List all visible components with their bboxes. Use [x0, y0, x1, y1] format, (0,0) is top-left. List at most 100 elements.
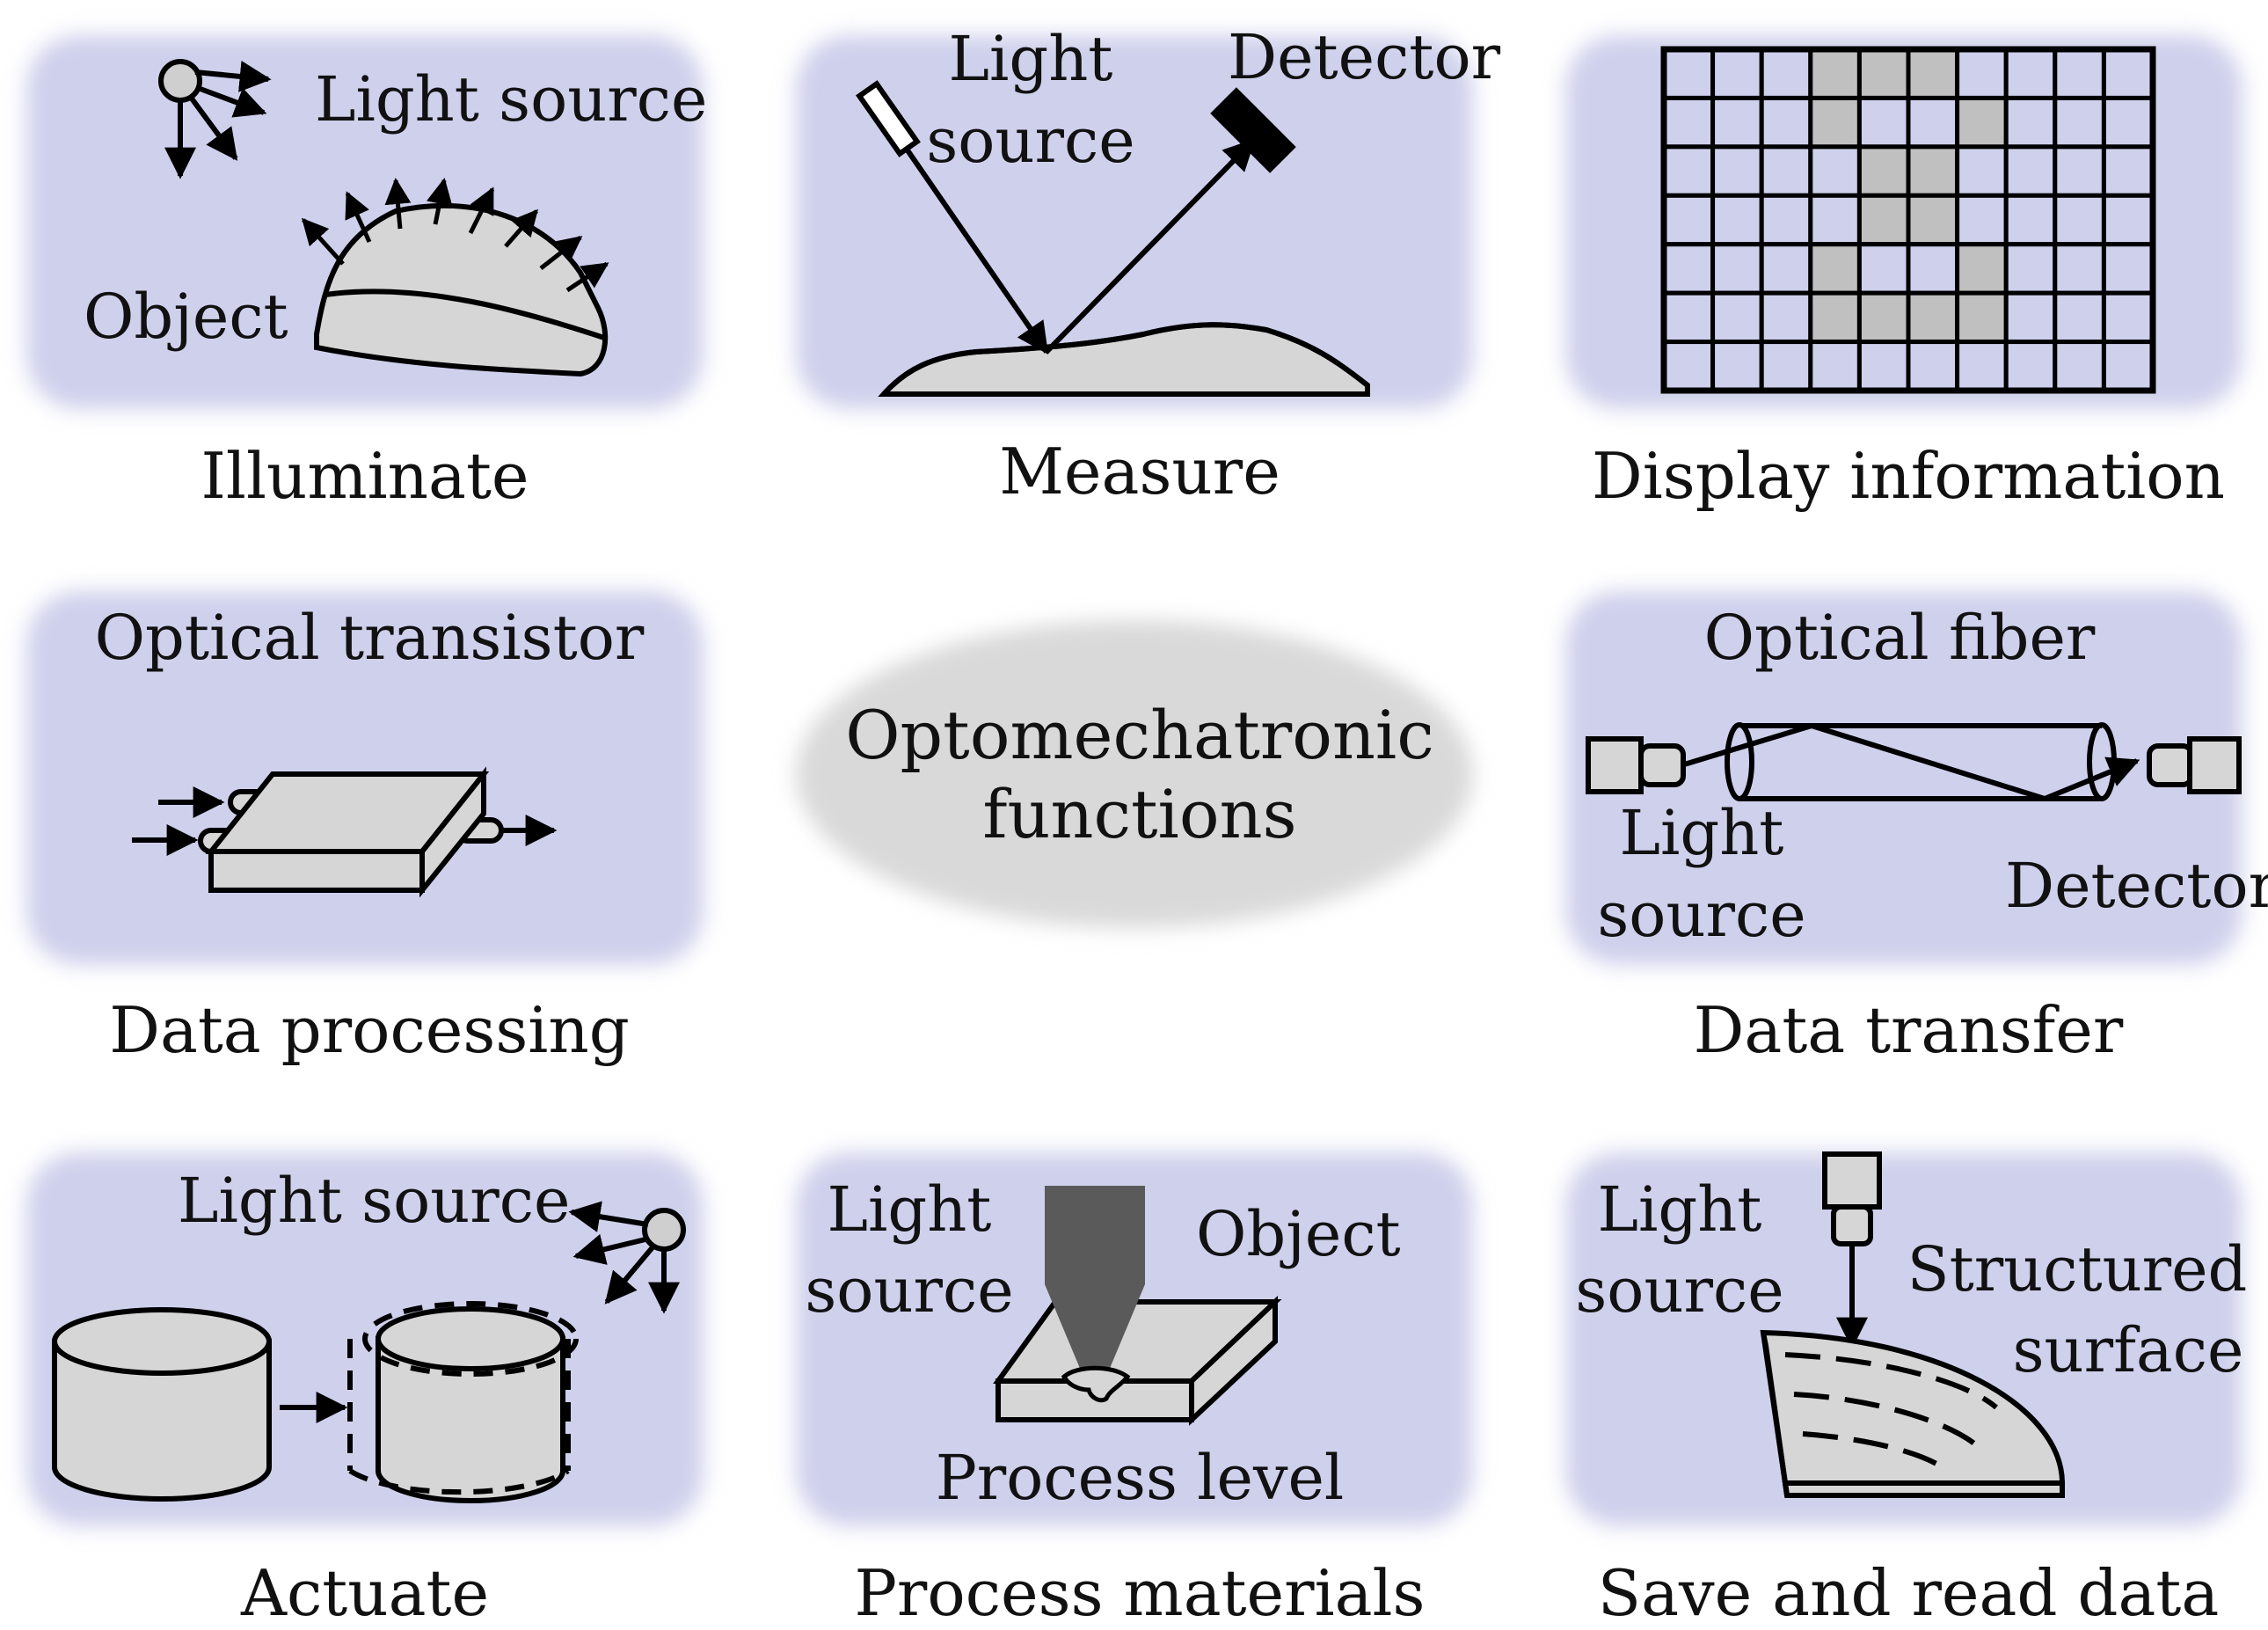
- disk-edge: [1782, 1480, 2065, 1498]
- object-shape: [314, 202, 609, 377]
- actuate-light-source-label: Light source: [178, 1165, 571, 1237]
- grid-cell: [1808, 290, 1862, 345]
- grid-cell: [2053, 144, 2106, 198]
- process-light-label-2: source: [805, 1254, 1014, 1327]
- grid-cell: [2003, 340, 2058, 393]
- grid-cell: [1710, 95, 1764, 150]
- grid-cell: [1955, 242, 2009, 296]
- grid-cell: [1856, 144, 1911, 198]
- grid-cell: [2101, 95, 2155, 150]
- grid-cell: [1808, 193, 1862, 247]
- caption-actuate: Actuate: [240, 1556, 490, 1630]
- illuminate-object-label: Object: [84, 281, 288, 353]
- transistor-front-face: [208, 849, 425, 893]
- grid-cell: [2101, 242, 2155, 296]
- grid-cell: [1759, 95, 1813, 150]
- transfer-light-label-1: Light: [1619, 797, 1784, 869]
- grid-cell: [1759, 193, 1813, 247]
- grid-cell: [2053, 340, 2106, 393]
- caption-save-read: Save and read data: [1597, 1556, 2220, 1630]
- grid-cell: [2003, 95, 2058, 150]
- grid-cell: [2101, 144, 2155, 198]
- grid-cell: [1710, 193, 1764, 247]
- measure-detector-label: Detector: [1228, 21, 1501, 93]
- grid-cell: [1808, 47, 1862, 100]
- grid-cell: [1661, 95, 1716, 150]
- optical-transistor-label: Optical transistor: [94, 602, 645, 674]
- grid-cell: [1906, 340, 1960, 393]
- grid-cell: [1955, 290, 2009, 345]
- grid-cell: [1808, 242, 1862, 296]
- grid-cell: [1856, 340, 1911, 393]
- cylinder-deformed-top: [376, 1306, 565, 1371]
- caption-illuminate: Illuminate: [201, 439, 529, 513]
- transistor-side-face: [419, 766, 486, 898]
- grid-cell: [1906, 47, 1960, 100]
- grid-cell: [1856, 95, 1911, 150]
- transfer-light-label-2: source: [1597, 879, 1806, 951]
- grid-cell: [1856, 47, 1911, 100]
- display-grid: [1660, 46, 2156, 394]
- source-box: [1586, 736, 1644, 794]
- grid-cell: [1856, 242, 1911, 296]
- grid-cell: [1759, 290, 1813, 345]
- grid-cell: [2101, 193, 2155, 247]
- workpiece-side: [1189, 1296, 1278, 1426]
- cylinder-solid-top: [52, 1307, 272, 1376]
- caption-data-transfer: Data transfer: [1693, 993, 2124, 1067]
- optical-fiber-label: Optical fiber: [1703, 602, 2096, 674]
- optical-transistor-illustration: [132, 766, 558, 898]
- detector-lens: [2147, 743, 2194, 787]
- grid-cell: [1906, 290, 1960, 345]
- grid-cell: [1710, 340, 1764, 393]
- grid-cell: [2003, 47, 2058, 100]
- process-level-label: Process level: [935, 1442, 1345, 1514]
- detector-icon: [1210, 87, 1296, 173]
- grid-cell: [1661, 242, 1716, 296]
- grid-cell: [1710, 242, 1764, 296]
- lamp-icon-actuate: [642, 1208, 686, 1252]
- grid-cell: [2053, 47, 2106, 100]
- save-read-illustration: [1760, 1151, 2066, 1498]
- panel-save-read: [1565, 1152, 2242, 1526]
- source-lens: [1638, 743, 1686, 787]
- grid-border: [1660, 46, 2156, 394]
- optical-fiber-illustration: [1586, 722, 2242, 802]
- grid-cell: [1808, 340, 1862, 393]
- fiber-light-path: [1681, 722, 2140, 802]
- grid-cell: [1906, 144, 1960, 198]
- lamp-icon: [158, 59, 202, 103]
- grid-cell: [1955, 95, 2009, 150]
- actuate-illustration: [52, 1201, 686, 1503]
- grid-cell: [2003, 144, 2058, 198]
- center-label-line2: functions: [982, 775, 1297, 853]
- grid-cell: [1955, 193, 2009, 247]
- grid-cell: [2053, 95, 2106, 150]
- structured-label-1: Structured: [1907, 1233, 2248, 1305]
- grid-cell: [1710, 144, 1764, 198]
- center-label-line1: Optomechatronic: [845, 696, 1434, 774]
- caption-data-processing: Data processing: [109, 993, 630, 1067]
- grid-cell: [1710, 290, 1764, 345]
- transfer-detector-label: Detector: [2005, 850, 2268, 922]
- grid-cell: [2003, 193, 2058, 247]
- fiber-left-end: [1725, 722, 1754, 801]
- panel-data-transfer: [1565, 591, 2242, 965]
- grid-cell: [2003, 242, 2058, 296]
- grid-cell: [1808, 144, 1862, 198]
- grid-cell: [2053, 193, 2106, 247]
- grid-cell: [2101, 47, 2155, 100]
- cylinder-solid: [52, 1339, 272, 1502]
- illuminate-light-source-label: Light source: [315, 63, 708, 135]
- center-ellipse: [796, 620, 1473, 928]
- process-object-label: Object: [1196, 1198, 1401, 1270]
- grid-cell: [1906, 242, 1960, 296]
- grid-cell: [2053, 290, 2106, 345]
- read-head-box: [1822, 1151, 1882, 1210]
- grid-cell: [1661, 290, 1716, 345]
- grid-cell: [2101, 340, 2155, 393]
- grid-cell: [1759, 144, 1813, 198]
- structured-label-2: surface: [2012, 1314, 2244, 1386]
- grid-cell: [1808, 95, 1862, 150]
